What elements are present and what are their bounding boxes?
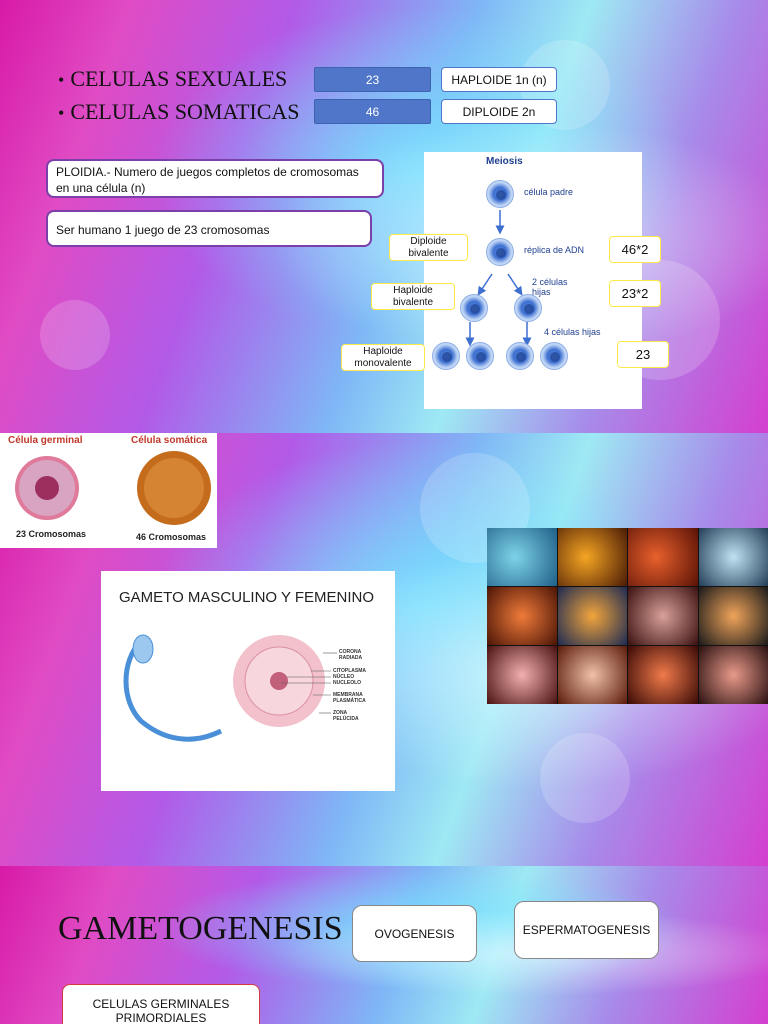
daughter-cell (514, 294, 542, 322)
stage-label-haploide-bivalente: Haploide bivalente (371, 283, 455, 310)
primordial-germ-cells-box: CELULAS GERMINALES PRIMORDIALES (62, 984, 260, 1024)
somatic-cell-caption: 46 Cromosomas (136, 532, 207, 542)
gametes-diagram: GAMETO MASCULINO Y FEMENINO CORONA RADIA… (101, 571, 395, 791)
photo-tile (557, 528, 627, 586)
two-cells-label: 2 células hijas (532, 277, 568, 297)
stage-count-haploide-bivalente: 23*2 (609, 280, 661, 307)
ploidia-definition: PLOIDIA.- Numero de juegos completos de … (46, 159, 384, 198)
stage-label-haploide-monovalente: Haploide monovalente (341, 344, 425, 371)
gametes-illustration (123, 634, 337, 742)
photo-tile (557, 587, 627, 645)
four-cells-label: 4 células hijas (544, 327, 601, 337)
label-membrana: MEMBRANA PLASMÁTICA (333, 692, 366, 704)
stage-count-diploide: 46*2 (609, 236, 661, 263)
parent-cell-label: célula padre (524, 187, 574, 197)
photo-tile (698, 528, 768, 586)
photo-tile (487, 587, 557, 645)
photo-tile (698, 646, 768, 704)
somatic-cell-title: Célula somática (131, 435, 208, 446)
haploide-label: HAPLOIDE 1n (n) (441, 67, 557, 92)
human-chromosome-note: Ser humano 1 juego de 23 cromosomas (46, 210, 372, 247)
parent-cell (486, 180, 514, 208)
label-nucleolo: NUCLEOLO (333, 680, 362, 686)
cell-illustrations (15, 451, 211, 525)
germ-cell-title: Célula germinal (8, 435, 83, 446)
gametogenesis-heading: GAMETOGENESIS (58, 910, 343, 947)
photo-tile (557, 646, 627, 704)
slide-ploidia: •CELULAS SEXUALES •CELULAS SOMATICAS 23 … (0, 0, 768, 433)
slide-gametogenesis: GAMETOGENESIS OVOGENESIS ESPERMATOGENESI… (0, 866, 768, 1024)
replica-cell (486, 238, 514, 266)
embryo-development-photos (487, 528, 768, 704)
photo-tile (628, 587, 698, 645)
stage-count-haploide-monovalente: 23 (617, 341, 669, 368)
meiosis-arrows (465, 210, 532, 347)
granddaughter-cell (466, 342, 494, 370)
granddaughter-cell (540, 342, 568, 370)
stage-label-diploide: Diploide bivalente (389, 234, 468, 261)
slide-gametos: Célula germinal Célula somática 23 Cromo… (0, 433, 768, 866)
meiosis-title: Meiosis (486, 156, 523, 167)
gametes-title: GAMETO MASCULINO Y FEMENINO (119, 589, 375, 606)
label-citoplasma: CITOPLASMA (333, 668, 366, 674)
daughter-cell (460, 294, 488, 322)
somaticas-count: 46 (314, 99, 431, 124)
label-zona-pelucida: ZONA PELÚCIDA (333, 710, 359, 722)
photo-tile (628, 528, 698, 586)
granddaughter-cell (432, 342, 460, 370)
label-nucleo: NÚCLEO (333, 674, 355, 680)
photo-tile (628, 646, 698, 704)
photo-tile (487, 528, 557, 586)
bullet-celulas-somaticas: •CELULAS SOMATICAS (58, 99, 300, 124)
bullet-celulas-sexuales: •CELULAS SEXUALES (58, 66, 288, 91)
germ-cell-caption: 23 Cromosomas (16, 529, 87, 539)
ovogenesis-box: OVOGENESIS (352, 905, 477, 962)
sexuales-count: 23 (314, 67, 431, 92)
granddaughter-cell (506, 342, 534, 370)
germ-vs-somatic-image: Célula germinal Célula somática 23 Cromo… (0, 433, 217, 548)
replica-label: réplica de ADN (524, 245, 585, 255)
photo-tile (487, 646, 557, 704)
meiosis-diagram: Meiosis célula padre réplica de ADN 2 cé… (424, 152, 642, 409)
photo-tile (698, 587, 768, 645)
espermatogenesis-box: ESPERMATOGENESIS (514, 901, 659, 959)
label-corona-radiada: CORONA RADIADA (339, 649, 363, 661)
diploide-label: DIPLOIDE 2n (441, 99, 557, 124)
